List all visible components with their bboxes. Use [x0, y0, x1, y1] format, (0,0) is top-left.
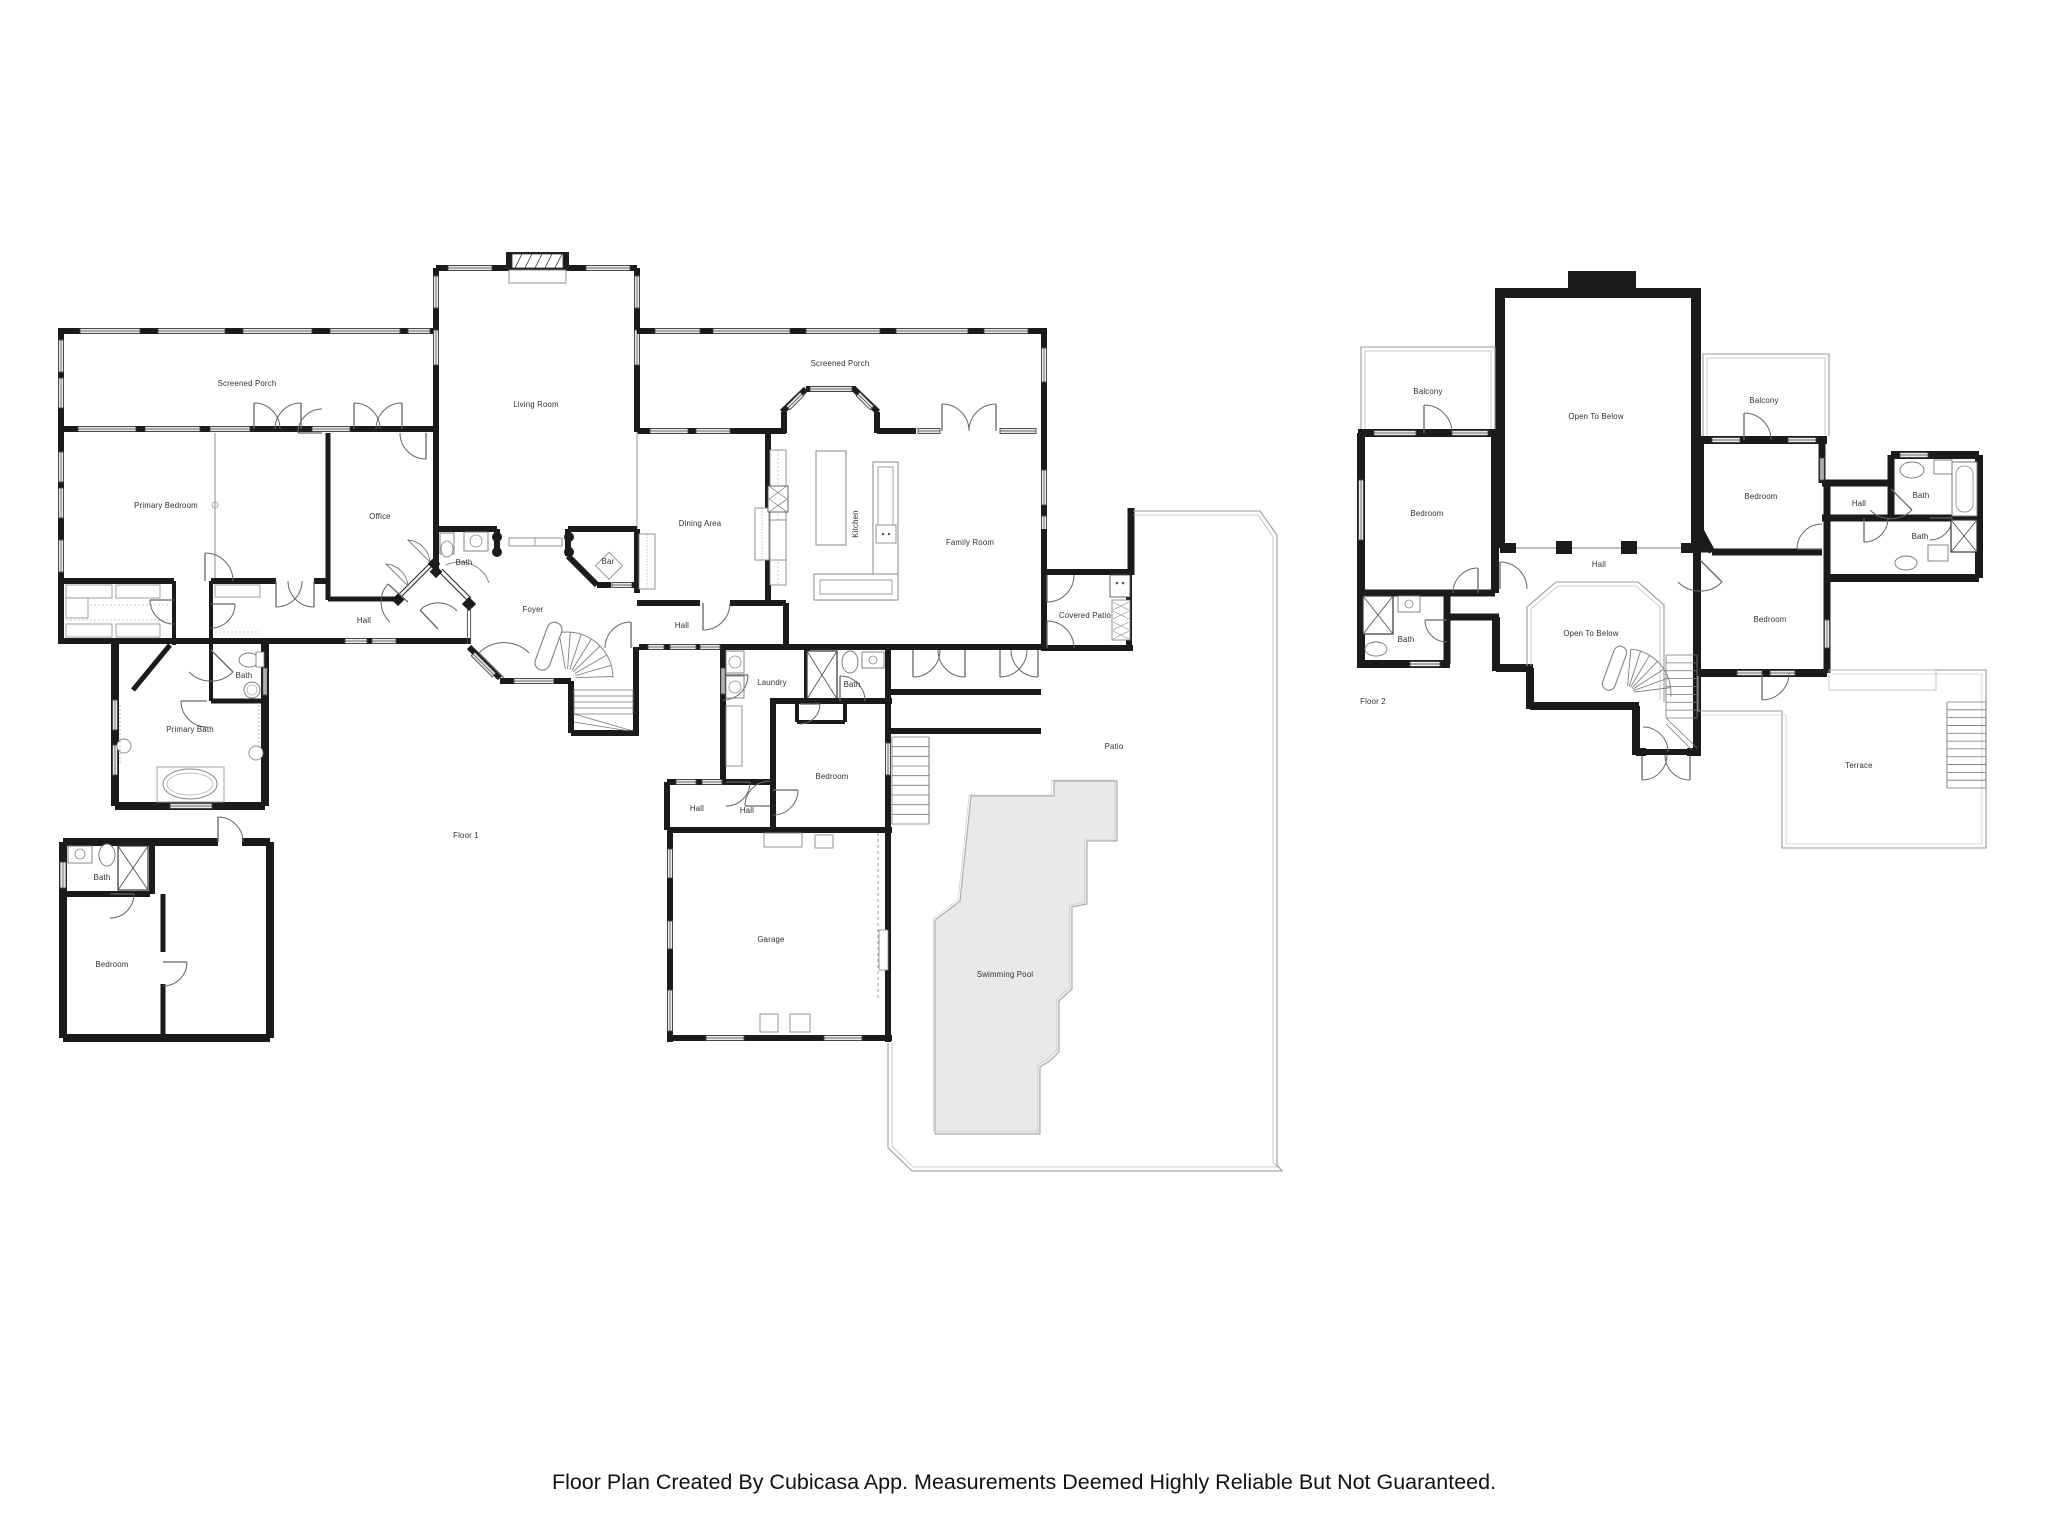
svg-text:Primary Bedroom: Primary Bedroom: [134, 501, 198, 510]
svg-text:Balcony: Balcony: [1413, 387, 1442, 396]
svg-text:Covered Patio: Covered Patio: [1059, 611, 1111, 620]
svg-text:Bedroom: Bedroom: [1753, 615, 1786, 624]
svg-text:Hall: Hall: [1852, 499, 1866, 508]
svg-text:Bedroom: Bedroom: [1744, 492, 1777, 501]
svg-text:Open To Below: Open To Below: [1563, 629, 1619, 638]
svg-text:Screened Porch: Screened Porch: [218, 379, 277, 388]
svg-text:Patio: Patio: [1105, 742, 1124, 751]
svg-text:Hall: Hall: [357, 616, 371, 625]
svg-text:Primary Bath: Primary Bath: [166, 725, 213, 734]
svg-text:Garage: Garage: [757, 935, 784, 944]
svg-text:Bedroom: Bedroom: [815, 772, 848, 781]
svg-text:Bath: Bath: [1912, 532, 1929, 541]
svg-text:Bath: Bath: [844, 680, 861, 689]
svg-text:Bath: Bath: [94, 873, 111, 882]
svg-text:Hall: Hall: [675, 621, 689, 630]
svg-text:Foyer: Foyer: [523, 605, 544, 614]
svg-text:Balcony: Balcony: [1749, 396, 1778, 405]
svg-text:Bedroom: Bedroom: [95, 960, 128, 969]
svg-text:Living Room: Living Room: [513, 400, 559, 409]
svg-text:Bath: Bath: [456, 558, 473, 567]
svg-text:Bar: Bar: [602, 557, 615, 566]
svg-text:Bath: Bath: [1913, 491, 1930, 500]
svg-text:Bath: Bath: [236, 671, 253, 680]
svg-text:Hall: Hall: [1592, 560, 1606, 569]
svg-text:Family Room: Family Room: [946, 538, 994, 547]
svg-text:Floor Plan Created By Cubicasa: Floor Plan Created By Cubicasa App. Meas…: [552, 1470, 1496, 1494]
svg-text:Terrace: Terrace: [1845, 761, 1872, 770]
svg-text:Dining Area: Dining Area: [679, 519, 722, 528]
svg-text:Floor 1: Floor 1: [453, 831, 479, 840]
svg-text:Kitchen: Kitchen: [851, 510, 860, 537]
svg-text:Office: Office: [369, 512, 390, 521]
svg-text:Open To Below: Open To Below: [1568, 412, 1624, 421]
svg-text:Bath: Bath: [1398, 635, 1415, 644]
svg-text:Floor 2: Floor 2: [1360, 697, 1386, 706]
svg-text:Hall: Hall: [740, 806, 754, 815]
svg-text:Laundry: Laundry: [757, 678, 787, 687]
svg-text:Hall: Hall: [690, 804, 704, 813]
svg-text:Swimming Pool: Swimming Pool: [977, 970, 1033, 979]
svg-text:Screened Porch: Screened Porch: [811, 359, 870, 368]
svg-text:Bedroom: Bedroom: [1410, 509, 1443, 518]
